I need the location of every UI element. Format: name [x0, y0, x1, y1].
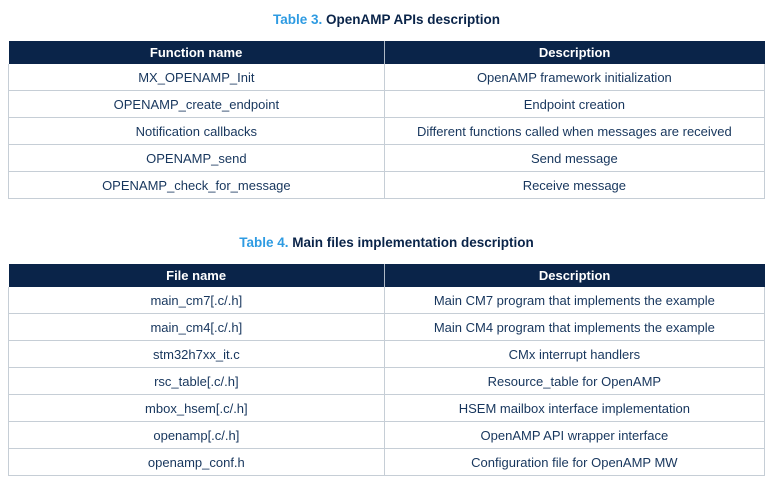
cell-name: OPENAMP_create_endpoint [8, 90, 385, 118]
cell-name: main_cm4[.c/.h] [8, 313, 385, 341]
cell-name: rsc_table[.c/.h] [8, 367, 385, 395]
table-caption: Table 4. Main files implementation descr… [8, 235, 765, 251]
table-row: openamp[.c/.h]OpenAMP API wrapper interf… [8, 421, 766, 449]
cell-description: Configuration file for OpenAMP MW [383, 448, 766, 476]
cell-name: MX_OPENAMP_Init [8, 64, 385, 91]
cell-name: mbox_hsem[.c/.h] [8, 394, 385, 422]
cell-description: Resource_table for OpenAMP [383, 367, 766, 395]
cell-name: OPENAMP_check_for_message [8, 171, 385, 199]
cell-description: Send message [383, 144, 766, 172]
column-header: Function name [8, 41, 385, 64]
cell-name: stm32h7xx_it.c [8, 340, 385, 368]
cell-name: Notification callbacks [8, 117, 385, 145]
table-section: Table 4. Main files implementation descr… [8, 199, 766, 476]
cell-description: OpenAMP framework initialization [383, 64, 766, 91]
table-caption: Table 3. OpenAMP APIs description [8, 12, 765, 28]
cell-description: OpenAMP API wrapper interface [383, 421, 766, 449]
column-header: Description [383, 264, 765, 287]
cell-description: Main CM4 program that implements the exa… [383, 313, 766, 341]
table-row: rsc_table[.c/.h]Resource_table for OpenA… [8, 367, 766, 395]
cell-description: Different functions called when messages… [383, 117, 766, 145]
cell-name: openamp_conf.h [8, 448, 385, 476]
table-caption-label: Table 4. [239, 235, 289, 250]
column-header: Description [383, 41, 765, 64]
cell-description: CMx interrupt handlers [383, 340, 766, 368]
cell-name: OPENAMP_send [8, 144, 385, 172]
table-row: main_cm7[.c/.h]Main CM7 program that imp… [8, 287, 766, 314]
cell-name: openamp[.c/.h] [8, 421, 385, 449]
table-caption-title: OpenAMP APIs description [326, 12, 501, 27]
cell-description: HSEM mailbox interface implementation [383, 394, 766, 422]
table-caption-label: Table 3. [272, 12, 323, 27]
table-caption-title: Main files implementation description [292, 235, 534, 250]
table-row: mbox_hsem[.c/.h]HSEM mailbox interface i… [8, 394, 766, 422]
table-row: main_cm4[.c/.h]Main CM4 program that imp… [8, 313, 766, 341]
cell-name: main_cm7[.c/.h] [8, 287, 385, 314]
cell-description: Endpoint creation [383, 90, 766, 118]
cell-description: Main CM7 program that implements the exa… [383, 287, 766, 314]
column-header: File name [8, 264, 385, 287]
cell-description: Receive message [383, 171, 766, 199]
